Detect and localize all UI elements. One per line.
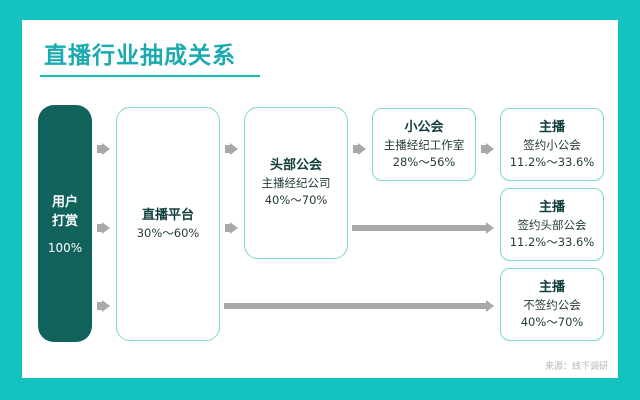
diagram-card: 直播行业抽成关系 用户 打赏 100% 直播平台 30%～60% 头部公会 主播… xyxy=(22,20,618,378)
arrow-guild-streamer-top-stem xyxy=(352,225,486,231)
streamer-free-range: 40%～70% xyxy=(520,314,584,329)
source-note: 来源：线下调研 xyxy=(544,362,608,372)
streamer-top-range: 11.2%～33.6% xyxy=(509,234,595,249)
arrow-small-streamer-head xyxy=(486,143,494,155)
streamer-free-label: 主播 xyxy=(538,279,565,295)
arrow-platform-guild-1-head xyxy=(230,143,238,155)
small-guild-sub: 主播经纪工作室 xyxy=(383,137,465,152)
top-guild-range: 40%～70% xyxy=(264,193,328,207)
small-guild-box: 小公会 主播经纪工作室 28%～56% xyxy=(372,108,476,181)
streamer-small-range: 11.2%～33.6% xyxy=(509,154,595,169)
small-guild-label: 小公会 xyxy=(404,119,444,135)
arrow-small-streamer-stem xyxy=(481,145,486,153)
user-tip-box: 用户 打赏 100% xyxy=(38,105,92,342)
streamer-top-sub: 签约头部公会 xyxy=(517,217,587,232)
arrow-user-platform-1-stem xyxy=(97,145,102,153)
small-guild-range: 28%～56% xyxy=(392,154,456,169)
arrow-user-platform-2-stem xyxy=(97,224,102,232)
arrow-user-platform-3-stem xyxy=(97,302,102,310)
arrow-user-platform-1-head xyxy=(102,143,110,155)
user-share: 100% xyxy=(47,240,83,255)
arrow-platform-guild-2-head xyxy=(230,222,238,234)
arrow-platform-guild-2-stem xyxy=(225,224,230,232)
streamer-top-guild-box: 主播 签约头部公会 11.2%～33.6% xyxy=(500,188,604,261)
streamer-small-label: 主播 xyxy=(538,119,565,135)
arrow-platform-guild-1-stem xyxy=(225,145,230,153)
platform-box: 直播平台 30%～60% xyxy=(116,107,220,341)
platform-label: 直播平台 xyxy=(141,207,194,223)
streamer-free-box: 主播 不签约公会 40%～70% xyxy=(500,268,604,341)
page-title: 直播行业抽成关系 xyxy=(44,43,236,69)
top-guild-box: 头部公会 主播经纪公司 40%～70% xyxy=(244,107,348,259)
top-guild-label: 头部公会 xyxy=(269,158,322,173)
streamer-small-guild-box: 主播 签约小公会 11.2%～33.6% xyxy=(500,108,604,181)
streamer-free-sub: 不签约公会 xyxy=(523,297,581,312)
arrow-platform-streamer-free-head xyxy=(486,300,494,312)
arrow-guild-streamer-top-head xyxy=(486,222,494,234)
title-underline xyxy=(40,75,260,77)
arrow-user-platform-3-head xyxy=(102,300,110,312)
arrow-user-platform-2-head xyxy=(102,222,110,234)
arrow-guild-small-head xyxy=(358,143,366,155)
arrow-guild-small-stem xyxy=(353,145,358,153)
arrow-platform-streamer-free-stem xyxy=(224,303,486,309)
streamer-small-sub: 签约小公会 xyxy=(523,137,581,152)
streamer-top-label: 主播 xyxy=(538,199,565,215)
user-label-line1: 用户 xyxy=(51,194,78,210)
user-label-line2: 打赏 xyxy=(51,213,78,229)
platform-range: 30%～60% xyxy=(136,225,200,240)
top-guild-sub: 主播经纪公司 xyxy=(261,176,331,190)
